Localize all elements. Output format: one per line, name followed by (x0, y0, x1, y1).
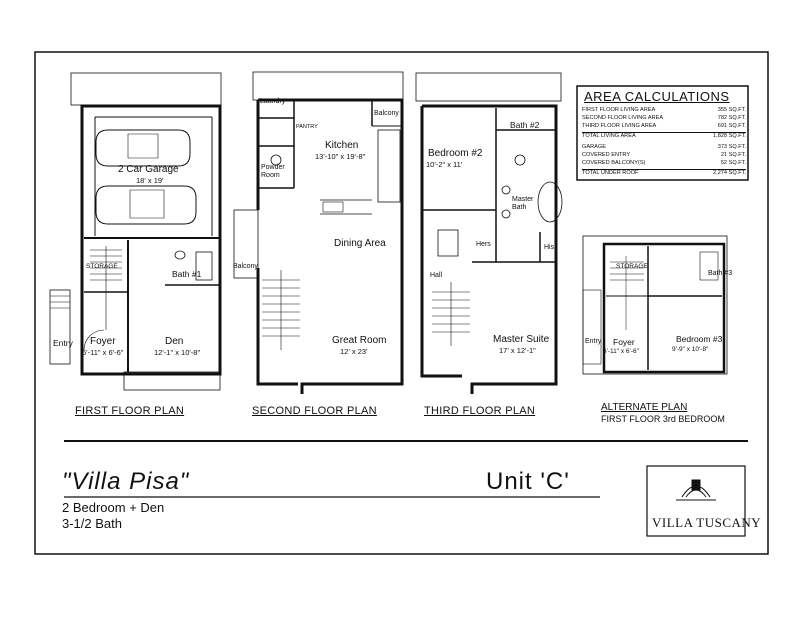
area-row-label: COVERED BALCONY(S) (582, 160, 646, 166)
garage-dimension: 18' x 19' (136, 176, 164, 185)
bedroom-3-dimension: 9'-9" x 10'-8" (672, 346, 709, 353)
area-row-value: 355 SQ.FT. (717, 107, 746, 113)
area-row-value: 691 SQ.FT. (717, 123, 746, 129)
first-storage-label: STORAGE (86, 263, 118, 270)
foyer-dimension: 6'-11" x 6'-6" (82, 348, 124, 357)
area-row-value: 373 SQ.FT. (717, 144, 746, 150)
alt-foyer-dimension: 6'-11" x 6'-6" (603, 348, 639, 355)
area-row: FIRST FLOOR LIVING AREA 355 SQ.FT. (582, 107, 746, 113)
area-row-value: 782 SQ.FT. (717, 115, 746, 121)
first-floor-plan (49, 72, 222, 391)
logo-emblem-icon (676, 479, 716, 501)
third-floor-plan (415, 72, 563, 394)
second-floor-caption: SECOND FLOOR PLAN (252, 405, 377, 417)
area-row-label: COVERED ENTRY (582, 152, 631, 158)
bath-3-label: Bath #3 (708, 270, 733, 277)
logo-text: VILLA TUSCANY (652, 515, 762, 530)
garage-label: 2 Car Garage (118, 164, 179, 175)
area-box (576, 85, 749, 181)
den-dimension: 12'-1" x 10'-8" (154, 348, 201, 357)
area-row-label: TOTAL UNDER ROOF (582, 170, 639, 176)
alternate-plan-subcaption: FIRST FLOOR 3rd BEDROOM (601, 414, 725, 424)
master-suite-dimension: 17' x 12'-1" (499, 346, 536, 355)
top-balcony-label: Balcony (374, 110, 399, 117)
alternate-plan-caption: ALTERNATE PLAN (601, 402, 688, 413)
second-floor-plan (233, 71, 404, 394)
kitchen-dimension: 13'-10" x 19'-8" (315, 152, 366, 161)
great-room-label: Great Room (332, 335, 387, 346)
area-row-value: 52 SQ.FT. (720, 160, 746, 166)
area-row: THIRD FLOOR LIVING AREA 691 SQ.FT. (582, 123, 746, 129)
dining-area-label: Dining Area (334, 238, 386, 249)
his-closet-label: His (544, 244, 555, 251)
area-row-label: FIRST FLOOR LIVING AREA (582, 107, 656, 113)
bath-1-label: Bath #1 (172, 269, 202, 279)
area-row: COVERED ENTRY 21 SQ.FT. (582, 152, 746, 158)
area-row: TOTAL LIVING AREA 1,828 SQ.FT. (582, 132, 746, 139)
left-balcony-label: Balcony (233, 263, 258, 270)
area-row-value: 21 SQ.FT. (720, 152, 746, 158)
area-row-label: SECOND FLOOR LIVING AREA (582, 115, 664, 121)
area-row: TOTAL UNDER ROOF 2,274 SQ.FT. (582, 169, 746, 176)
master-bath-label: Master Bath (512, 196, 534, 211)
unit-label: Unit 'C' (486, 468, 570, 495)
pantry-label: PANTRY (296, 124, 318, 130)
foyer-label: Foyer (90, 336, 116, 347)
sheet-border (34, 51, 769, 555)
hall-label: Hall (430, 272, 443, 279)
first-floor-caption: FIRST FLOOR PLAN (75, 405, 185, 417)
area-row: SECOND FLOOR LIVING AREA 782 SQ.FT. (582, 115, 746, 121)
kitchen-label: Kitchen (325, 140, 359, 151)
hers-closet-label: Hers (476, 241, 491, 248)
alternate-plan (582, 235, 728, 375)
alt-foyer-label: Foyer (613, 337, 635, 347)
great-room-dimension: 12' x 23' (340, 347, 368, 356)
area-row: GARAGE 373 SQ.FT. (582, 144, 746, 150)
bedroom-3-label: Bedroom #3 (676, 334, 723, 344)
bath-2-label: Bath #2 (510, 120, 540, 130)
bath-count: 3-1/2 Bath (62, 516, 122, 531)
alt-storage-label: STORAGE (616, 263, 648, 270)
area-row-label: GARAGE (582, 144, 606, 150)
area-row-label: TOTAL LIVING AREA (582, 133, 636, 139)
alt-entry-label: Entry (585, 338, 602, 345)
area-row-value: 2,274 SQ.FT. (713, 170, 746, 176)
area-table: FIRST FLOOR LIVING AREA 355 SQ.FT. SECOND… (582, 107, 746, 177)
bedroom-2-label: Bedroom #2 (428, 148, 483, 159)
laundry-label: Laundry (260, 98, 286, 105)
area-title: AREA CALCULATIONS (584, 89, 730, 104)
master-suite-label: Master Suite (493, 334, 550, 345)
den-label: Den (165, 336, 184, 347)
logo-box (646, 465, 746, 537)
powder-room-label: Powder Room (261, 164, 285, 179)
area-row-label: THIRD FLOOR LIVING AREA (582, 123, 657, 129)
bedroom-count: 2 Bedroom + Den (62, 500, 165, 515)
area-row-value: 1,828 SQ.FT. (713, 133, 746, 139)
area-row: COVERED BALCONY(S) 52 SQ.FT. (582, 160, 746, 166)
villa-name: "Villa Pisa" (62, 468, 190, 495)
first-entry-label: Entry (53, 338, 73, 348)
bedroom-2-dimension: 10'-2" x 11' (426, 160, 463, 169)
third-floor-caption: THIRD FLOOR PLAN (424, 405, 536, 417)
